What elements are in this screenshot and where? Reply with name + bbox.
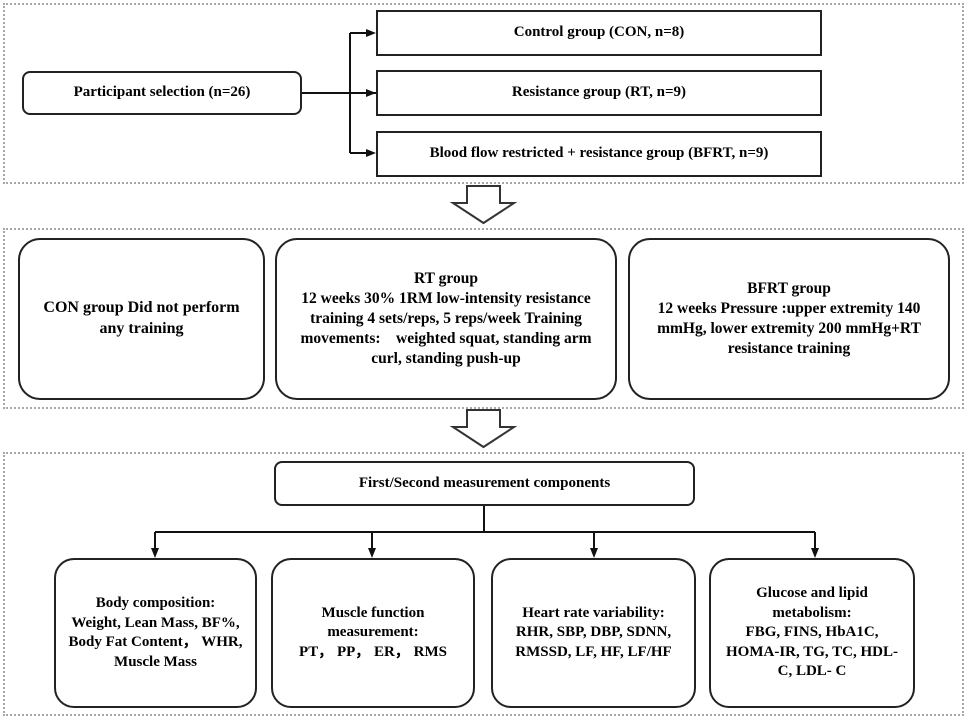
- rt-group-body: 12 weeks 30% 1RM low-intensity resistanc…: [300, 289, 592, 368]
- arrowhead: [811, 548, 819, 558]
- measurement-panel: [3, 452, 964, 716]
- rt-group-card: RT group 12 weeks 30% 1RM low-intensity …: [275, 238, 617, 400]
- arrowhead: [151, 548, 159, 558]
- rt-group-title: RT group: [414, 269, 478, 287]
- con-group-text: CON group Did not perform any training: [43, 299, 240, 337]
- glucose-lipid-title: Glucose and lipid metabolism:: [756, 585, 868, 621]
- bfrt-group-body: 12 weeks Pressure :upper extremity 140 m…: [657, 299, 921, 358]
- bfrt-group-box: Blood flow restricted + resistance group…: [376, 131, 822, 177]
- heart-rate-variability-title: Heart rate variability:: [522, 604, 665, 621]
- con-group-card: CON group Did not perform any training: [18, 238, 265, 400]
- heart-rate-variability-body: RHR, SBP, DBP, SDNN, RMSSD, LF, HF, LF/H…: [515, 624, 672, 660]
- glucose-lipid-card: Glucose and lipid metabolism: FBG, FINS,…: [709, 558, 915, 708]
- body-composition-body: Weight, Lean Mass, BF%, Body Fat Content…: [68, 614, 243, 670]
- arrowhead: [590, 548, 598, 558]
- glucose-lipid-body: FBG, FINS, HbA1C, HOMA-IR, TG, TC, HDL- …: [726, 624, 898, 680]
- participant-selection-label: Participant selection (n=26): [73, 84, 251, 101]
- bfrt-group-card: BFRT group 12 weeks Pressure :upper extr…: [628, 238, 950, 400]
- participant-selection-box: Participant selection (n=26): [22, 71, 302, 115]
- control-group-label: Control group (CON, n=8): [513, 24, 685, 41]
- muscle-function-title: Muscle function measurement:: [321, 604, 425, 641]
- arrowhead: [368, 548, 376, 558]
- down-block-arrow: [449, 409, 518, 449]
- measurement-components-label: First/Second measurement components: [358, 474, 611, 491]
- muscle-function-body: PT， PP， ER， RMS: [299, 643, 447, 660]
- body-composition-card: Body composition: Weight, Lean Mass, BF%…: [54, 558, 257, 708]
- resistance-group-box: Resistance group (RT, n=9): [376, 70, 822, 116]
- resistance-group-label: Resistance group (RT, n=9): [511, 84, 687, 101]
- measurement-components-box: First/Second measurement components: [274, 461, 695, 506]
- selection-panel: [3, 3, 964, 184]
- arrowhead: [366, 149, 376, 157]
- arrowhead: [366, 29, 376, 37]
- arrowhead: [366, 89, 376, 97]
- control-group-box: Control group (CON, n=8): [376, 10, 822, 56]
- bfrt-group-title: BFRT group: [747, 279, 831, 297]
- bfrt-group-label: Blood flow restricted + resistance group…: [429, 145, 769, 162]
- body-composition-title: Body composition:: [95, 595, 216, 611]
- intervention-panel: [3, 228, 964, 409]
- heart-rate-variability-card: Heart rate variability: RHR, SBP, DBP, S…: [491, 558, 696, 708]
- muscle-function-card: Muscle function measurement: PT， PP， ER，…: [271, 558, 475, 708]
- down-block-arrow: [449, 185, 518, 225]
